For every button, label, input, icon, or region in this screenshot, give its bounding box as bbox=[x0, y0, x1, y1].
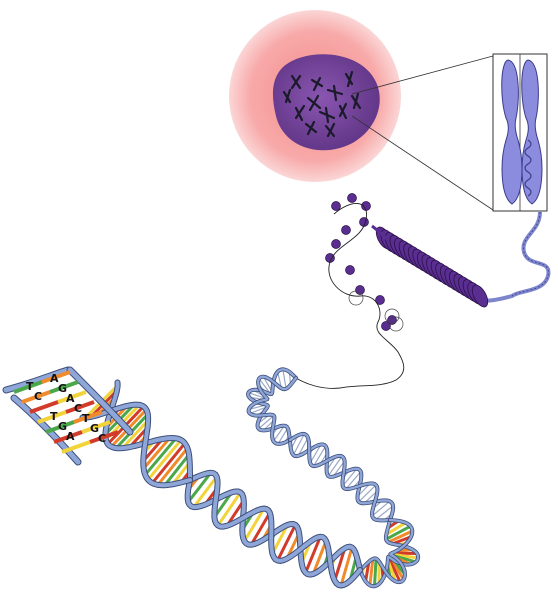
base-right bbox=[57, 390, 87, 404]
nucleosome bbox=[345, 265, 355, 275]
base-pair-rung bbox=[345, 471, 362, 490]
base-letter-left: A bbox=[66, 430, 75, 443]
sugar-phosphate-backbone bbox=[288, 432, 392, 522]
nucleosome bbox=[331, 239, 341, 249]
nucleosome-loop bbox=[384, 308, 400, 324]
base-pair-rung bbox=[277, 371, 283, 389]
base-pair-rung bbox=[144, 437, 178, 476]
base-pair-rung bbox=[192, 475, 218, 508]
solenoid-bead bbox=[471, 284, 489, 308]
nucleosome bbox=[347, 193, 357, 203]
base-left bbox=[37, 410, 67, 424]
base-pair-rung bbox=[146, 439, 183, 481]
chromosome-coil bbox=[524, 139, 532, 197]
base-pair-rung bbox=[387, 529, 413, 544]
base-pair-rung bbox=[249, 511, 272, 546]
base-letter-left: T bbox=[50, 410, 58, 423]
base-left bbox=[53, 430, 83, 444]
base-right bbox=[81, 420, 111, 434]
base-pair-rung bbox=[358, 484, 377, 503]
base-pair-rung bbox=[151, 442, 186, 485]
base-letter-right: T bbox=[82, 412, 90, 425]
dna-double-helix bbox=[2, 366, 421, 589]
base-pair-rung bbox=[386, 556, 402, 583]
base-pair-rung bbox=[271, 524, 289, 555]
base-letter-right: A bbox=[66, 392, 75, 405]
thin-fiber bbox=[295, 203, 405, 389]
base-pair-rung bbox=[121, 419, 150, 450]
base-letter-left: G bbox=[58, 420, 67, 433]
base-pair-rung bbox=[385, 521, 407, 536]
base-right bbox=[65, 400, 95, 414]
base-pair-rung bbox=[313, 445, 327, 467]
base-pair-rung bbox=[342, 468, 358, 487]
base-pair-rung bbox=[327, 456, 343, 477]
base-pair-rung bbox=[368, 558, 375, 586]
nucleosome bbox=[341, 225, 351, 235]
sugar-phosphate-backbone bbox=[247, 375, 298, 446]
chromosomes-in-nucleus bbox=[282, 70, 362, 138]
base-left bbox=[61, 440, 91, 454]
nucleosome-loop bbox=[348, 290, 364, 306]
base-right bbox=[41, 370, 71, 384]
base-pair-rung bbox=[156, 447, 189, 486]
base-pair-rung bbox=[282, 369, 287, 389]
nucleosome bbox=[381, 321, 391, 331]
base-pair-rung bbox=[163, 453, 191, 487]
base-pair-rung bbox=[276, 524, 297, 562]
zoom-lines bbox=[351, 55, 494, 211]
base-pair-rung bbox=[339, 547, 354, 586]
base-pair-rung bbox=[258, 415, 275, 430]
chromosome-inset bbox=[492, 53, 548, 212]
base-pair-rung bbox=[277, 427, 289, 445]
base-pair-rung bbox=[292, 433, 305, 456]
nucleosome-loop bbox=[388, 316, 404, 332]
base-pair-rung bbox=[142, 437, 171, 470]
base-pair-rung bbox=[304, 536, 322, 574]
nucleosome bbox=[355, 285, 365, 295]
base-left bbox=[13, 380, 43, 394]
chromosome bbox=[501, 59, 543, 205]
base-left bbox=[45, 420, 75, 434]
base-left bbox=[21, 390, 51, 404]
nucleosome bbox=[387, 315, 397, 325]
base-pair-rung bbox=[187, 471, 212, 504]
base-letter-right: C bbox=[74, 402, 82, 415]
base-pair-rung bbox=[385, 524, 412, 541]
cell bbox=[229, 10, 401, 182]
base-pair-rung bbox=[364, 561, 371, 582]
chromatin-loops bbox=[325, 193, 404, 332]
base-pair-rung bbox=[273, 425, 285, 442]
sugar-phosphate-backbone bbox=[188, 470, 362, 588]
base-pair-rung bbox=[373, 558, 378, 587]
base-letter-right: G bbox=[90, 422, 99, 435]
backbone-outline bbox=[288, 431, 392, 523]
base-right bbox=[89, 430, 119, 444]
base-pair-rung bbox=[333, 547, 347, 582]
nucleosome bbox=[331, 201, 341, 211]
base-letter-right: G bbox=[58, 382, 67, 395]
base-pair-rung bbox=[216, 491, 242, 527]
base-pair-rung bbox=[309, 444, 322, 464]
base-letter-right: A bbox=[50, 372, 59, 385]
nucleosome bbox=[375, 295, 385, 305]
sugar-phosphate-backbone bbox=[358, 518, 414, 584]
base-pair-rung bbox=[311, 540, 328, 575]
solenoid-beads bbox=[371, 224, 489, 308]
base-right bbox=[49, 380, 79, 394]
base-letter-left: C bbox=[34, 390, 42, 403]
base-pair-rung bbox=[297, 437, 309, 457]
unwound-ladder bbox=[2, 366, 134, 466]
base-left bbox=[29, 400, 59, 414]
chromatin-fiber bbox=[295, 193, 551, 389]
base-pair-rung bbox=[375, 505, 394, 521]
base-pair-rung bbox=[371, 500, 391, 517]
base-right bbox=[73, 410, 103, 424]
base-letter-right: C bbox=[98, 432, 106, 445]
base-pair-rung bbox=[243, 507, 266, 543]
base-letter-left: T bbox=[26, 380, 34, 393]
